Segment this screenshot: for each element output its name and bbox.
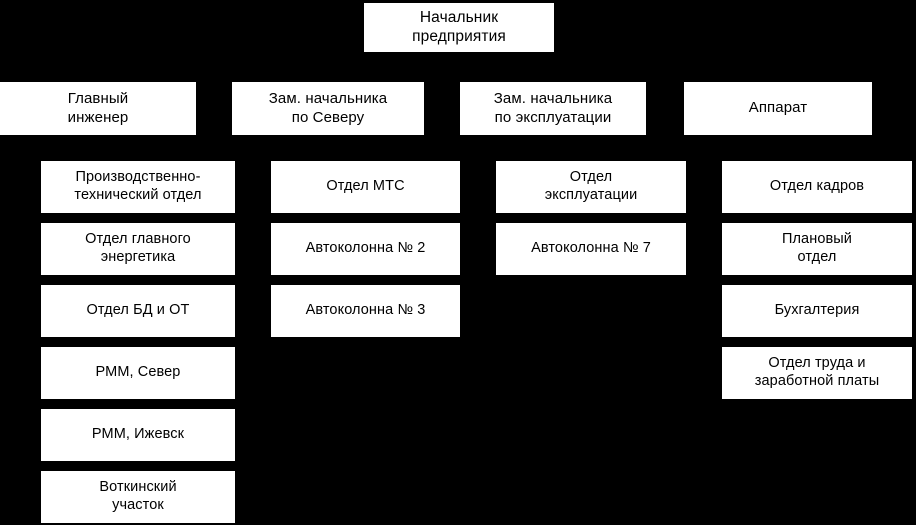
org-node-deputy-operations-label: Зам. начальника по эксплуатации xyxy=(493,90,613,126)
org-node-deputy-north-label: Зам. начальника по Северу xyxy=(268,90,388,126)
org-node-motor-column-2[interactable]: Автоколонна № 2 xyxy=(271,223,460,275)
org-node-labor-wages-dept-label: Отдел труда и заработной платы xyxy=(754,355,880,389)
org-node-motor-column-2-label: Автоколонна № 2 xyxy=(305,240,426,257)
org-node-root[interactable]: Начальник предприятия xyxy=(364,3,554,52)
org-node-deputy-north[interactable]: Зам. начальника по Северу xyxy=(232,82,424,135)
org-node-mts-dept-label: Отдел МТС xyxy=(326,178,405,195)
org-node-motor-column-7[interactable]: Автоколонна № 7 xyxy=(496,223,686,275)
org-node-apparatus-label: Аппарат xyxy=(748,99,808,117)
org-node-planning-dept[interactable]: Плановый отдел xyxy=(722,223,912,275)
org-node-chief-engineer[interactable]: Главный инженер xyxy=(0,82,196,135)
org-node-accounting-dept[interactable]: Бухгалтерия xyxy=(722,285,912,337)
org-node-operations-dept-label: Отдел эксплуатации xyxy=(544,169,638,203)
org-node-chief-engineer-label: Главный инженер xyxy=(67,90,129,126)
org-node-bd-ot-dept-label: Отдел БД и ОТ xyxy=(86,302,190,319)
org-node-votkinsk-site-label: Воткинский участок xyxy=(99,479,177,513)
org-node-production-technical-dept[interactable]: Производственно- технический отдел xyxy=(41,161,235,213)
org-node-planning-dept-label: Плановый отдел xyxy=(781,231,853,265)
org-node-votkinsk-site[interactable]: Воткинский участок xyxy=(41,471,235,523)
org-node-deputy-operations[interactable]: Зам. начальника по эксплуатации xyxy=(460,82,646,135)
org-node-motor-column-7-label: Автоколонна № 7 xyxy=(531,240,651,257)
org-node-chief-power-engineer-dept[interactable]: Отдел главного энергетика xyxy=(41,223,235,275)
org-node-labor-wages-dept[interactable]: Отдел труда и заработной платы xyxy=(722,347,912,399)
org-node-motor-column-3-label: Автоколонна № 3 xyxy=(305,302,426,319)
org-node-production-technical-dept-label: Производственно- технический отдел xyxy=(74,169,202,203)
org-node-rmm-sever[interactable]: РММ, Север xyxy=(41,347,235,399)
org-node-chief-power-engineer-dept-label: Отдел главного энергетика xyxy=(85,231,191,265)
org-node-motor-column-3[interactable]: Автоколонна № 3 xyxy=(271,285,460,337)
org-node-hr-dept-label: Отдел кадров xyxy=(769,178,865,195)
org-node-hr-dept[interactable]: Отдел кадров xyxy=(722,161,912,213)
org-node-bd-ot-dept[interactable]: Отдел БД и ОТ xyxy=(41,285,235,337)
org-node-rmm-sever-label: РММ, Север xyxy=(95,364,181,381)
org-node-rmm-izhevsk[interactable]: РММ, Ижевск xyxy=(41,409,235,461)
org-node-accounting-dept-label: Бухгалтерия xyxy=(774,302,860,319)
org-node-operations-dept[interactable]: Отдел эксплуатации xyxy=(496,161,686,213)
org-node-rmm-izhevsk-label: РММ, Ижевск xyxy=(91,426,185,443)
org-node-root-label: Начальник предприятия xyxy=(412,8,506,45)
org-node-mts-dept[interactable]: Отдел МТС xyxy=(271,161,460,213)
org-node-apparatus[interactable]: Аппарат xyxy=(684,82,872,135)
